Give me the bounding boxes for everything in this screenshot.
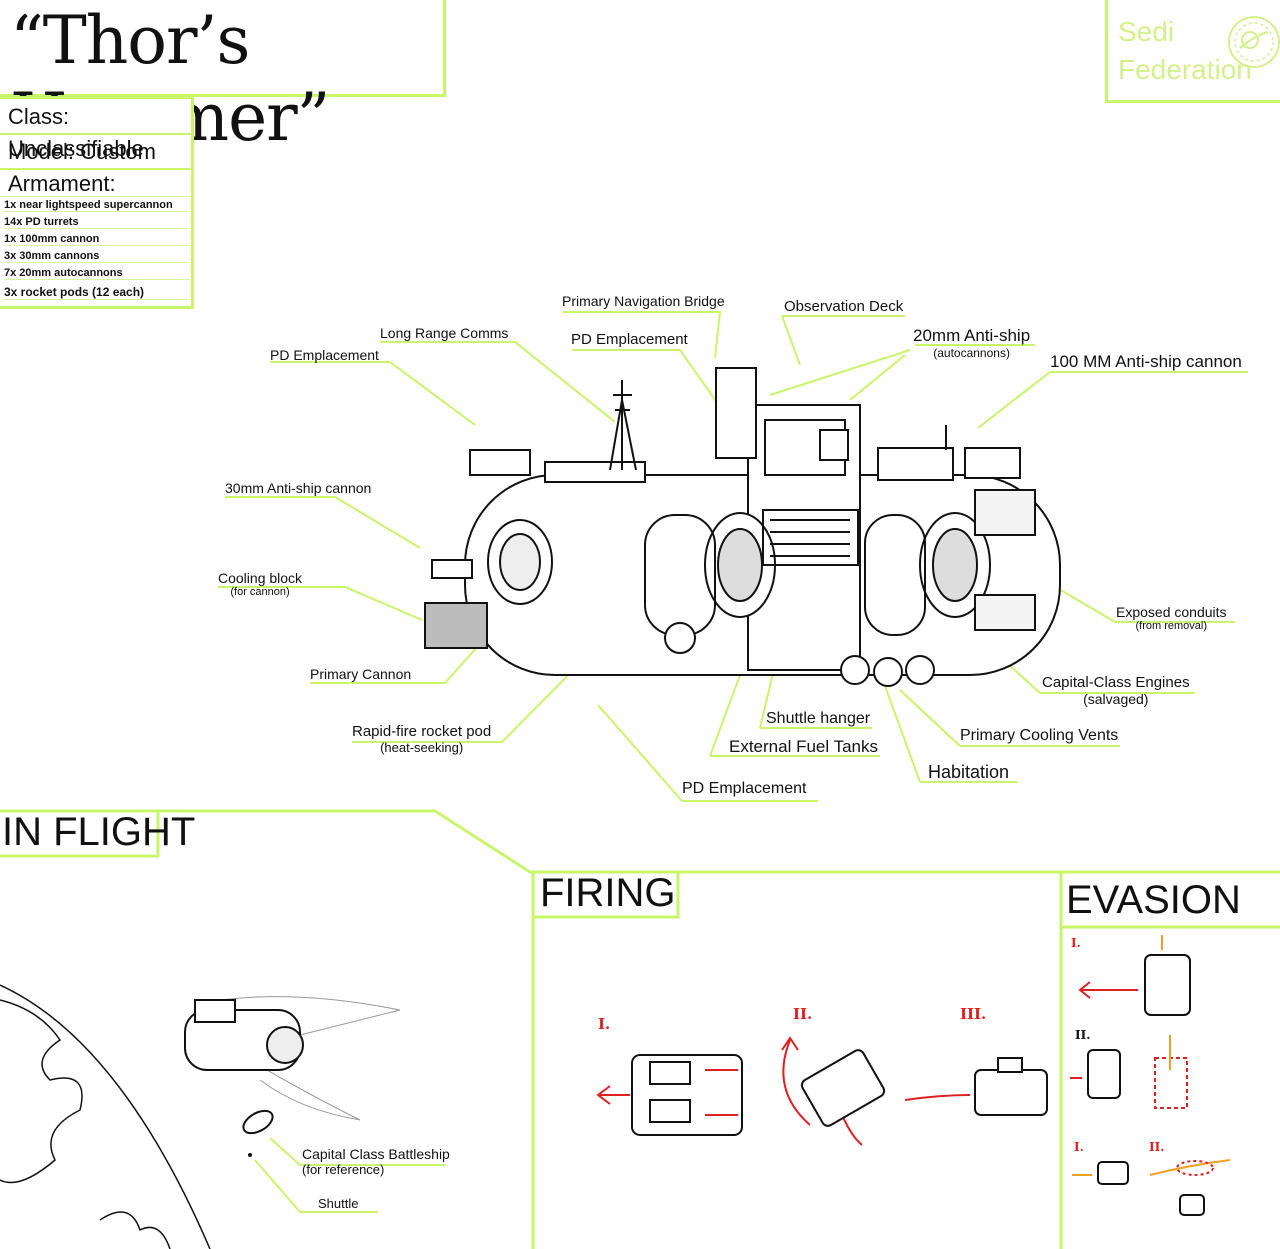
firing-step-2-ship [800, 1049, 886, 1127]
callout-20mm-anti-ship: 20mm Anti-ship (autocannons) [913, 326, 1030, 360]
evasion-ship-4 [1179, 1194, 1205, 1216]
specs-panel: Class: Unclassifiable Model: Custom Arma… [0, 96, 194, 309]
callout-capital-engines-text: Capital-Class Engines [1042, 674, 1190, 691]
firing-step-3: III. [960, 1005, 987, 1023]
planet-outline [0, 984, 211, 1249]
callout-cooling-block-sub: (for cannon) [230, 586, 290, 598]
callout-rocket-pod: Rapid-fire rocket pod (heat-seeking) [352, 723, 491, 755]
evasion-step-b: II. [1075, 1028, 1091, 1042]
callout-20mm-sub: (autocannons) [933, 346, 1010, 360]
callout-primary-nav-bridge: Primary Navigation Bridge [562, 293, 725, 309]
firing-step-3-ship [974, 1057, 1048, 1116]
armament-item: 14x PD turrets [4, 216, 190, 229]
armament-item: 3x 30mm cannons [4, 250, 190, 263]
section-title-in-flight: IN FLIGHT [2, 810, 196, 854]
callout-cooling-block: Cooling block (for cannon) [218, 570, 302, 598]
callout-exposed-conduits-text: Exposed conduits [1116, 604, 1227, 620]
callout-30mm-anti-ship: 30mm Anti-ship cannon [225, 480, 372, 496]
evasion-diagrams [1070, 935, 1231, 1216]
evasion-ship-1 [1144, 954, 1191, 1016]
callout-rocket-pod-text: Rapid-fire rocket pod [352, 723, 492, 740]
battleship-label-sub: (for reference) [302, 1162, 385, 1177]
ship-details [424, 419, 1036, 687]
shuttle-silhouette [242, 1109, 274, 1135]
in-flight-battleship-label: Capital Class Battleship (for reference) [302, 1146, 450, 1177]
firing-diagrams [596, 1036, 1048, 1146]
evasion-step-c2: II. [1149, 1140, 1165, 1154]
battleship-label-text: Capital Class Battleship [302, 1146, 450, 1162]
firing-step-1: I. [598, 1015, 611, 1033]
callout-100mm-cannon: 100 MM Anti-ship cannon [1050, 352, 1242, 371]
callout-rocket-pod-sub: (heat-seeking) [380, 740, 464, 755]
evasion-ship-2 [1087, 1049, 1121, 1099]
evasion-step-c1: I. [1074, 1140, 1084, 1154]
armament-heading: Armament: [0, 171, 191, 197]
section-title-firing: FIRING [540, 871, 676, 915]
callout-exposed-conduits-sub: (from removal) [1135, 620, 1208, 632]
armament-item: 7x 20mm autocannons [4, 267, 190, 280]
callout-long-range-comms: Long Range Comms [380, 325, 509, 341]
callout-capital-engines: Capital-Class Engines (salvaged) [1042, 674, 1190, 707]
firing-step-1-ship [631, 1054, 743, 1136]
callout-primary-cannon: Primary Cannon [310, 666, 412, 682]
class-row: Class: Unclassifiable [0, 101, 191, 161]
callout-observation-deck: Observation Deck [784, 298, 904, 315]
callout-pd-emplacement-bottom: PD Emplacement [682, 780, 807, 797]
section-frames [0, 809, 1280, 1249]
faction-name-line2: Federation [1118, 54, 1252, 85]
callout-pd-emplacement-top: PD Emplacement [571, 331, 688, 348]
armament-item: 1x 100mm cannon [4, 233, 190, 246]
planet-emblem-icon [1228, 16, 1280, 68]
evasion-step-a: I. [1071, 936, 1081, 950]
callout-capital-engines-sub: (salvaged) [1083, 691, 1149, 707]
in-flight-scene [0, 984, 445, 1249]
faction-box: Sedi Federation [1105, 0, 1280, 103]
callout-cooling-block-text: Cooling block [218, 570, 303, 586]
evasion-ship-3 [1097, 1161, 1129, 1185]
battleship-silhouette [184, 996, 401, 1121]
section-title-evasion: EVASION [1066, 878, 1241, 922]
callout-exposed-conduits: Exposed conduits (from removal) [1116, 604, 1227, 632]
callout-pd-emplacement-left: PD Emplacement [270, 347, 379, 363]
faction-name-line1: Sedi [1118, 16, 1175, 47]
ship-diagram [218, 311, 1248, 802]
firing-step-2: II. [793, 1005, 813, 1023]
armament-item: 1x near lightspeed supercannon [4, 199, 190, 212]
armament-item: 3x rocket pods (12 each) [4, 285, 190, 300]
callout-habitation: Habitation [928, 762, 1010, 782]
in-flight-shuttle-label: Shuttle [318, 1196, 359, 1211]
callout-external-fuel-tanks: External Fuel Tanks [729, 737, 878, 756]
callout-20mm-text: 20mm Anti-ship [913, 326, 1031, 345]
model-row: Model: Custom [0, 136, 191, 170]
title-box: “Thor’s Hammer” [0, 0, 446, 156]
callout-shuttle-hanger: Shuttle hanger [766, 710, 871, 727]
callout-primary-cooling-vents: Primary Cooling Vents [960, 727, 1119, 744]
